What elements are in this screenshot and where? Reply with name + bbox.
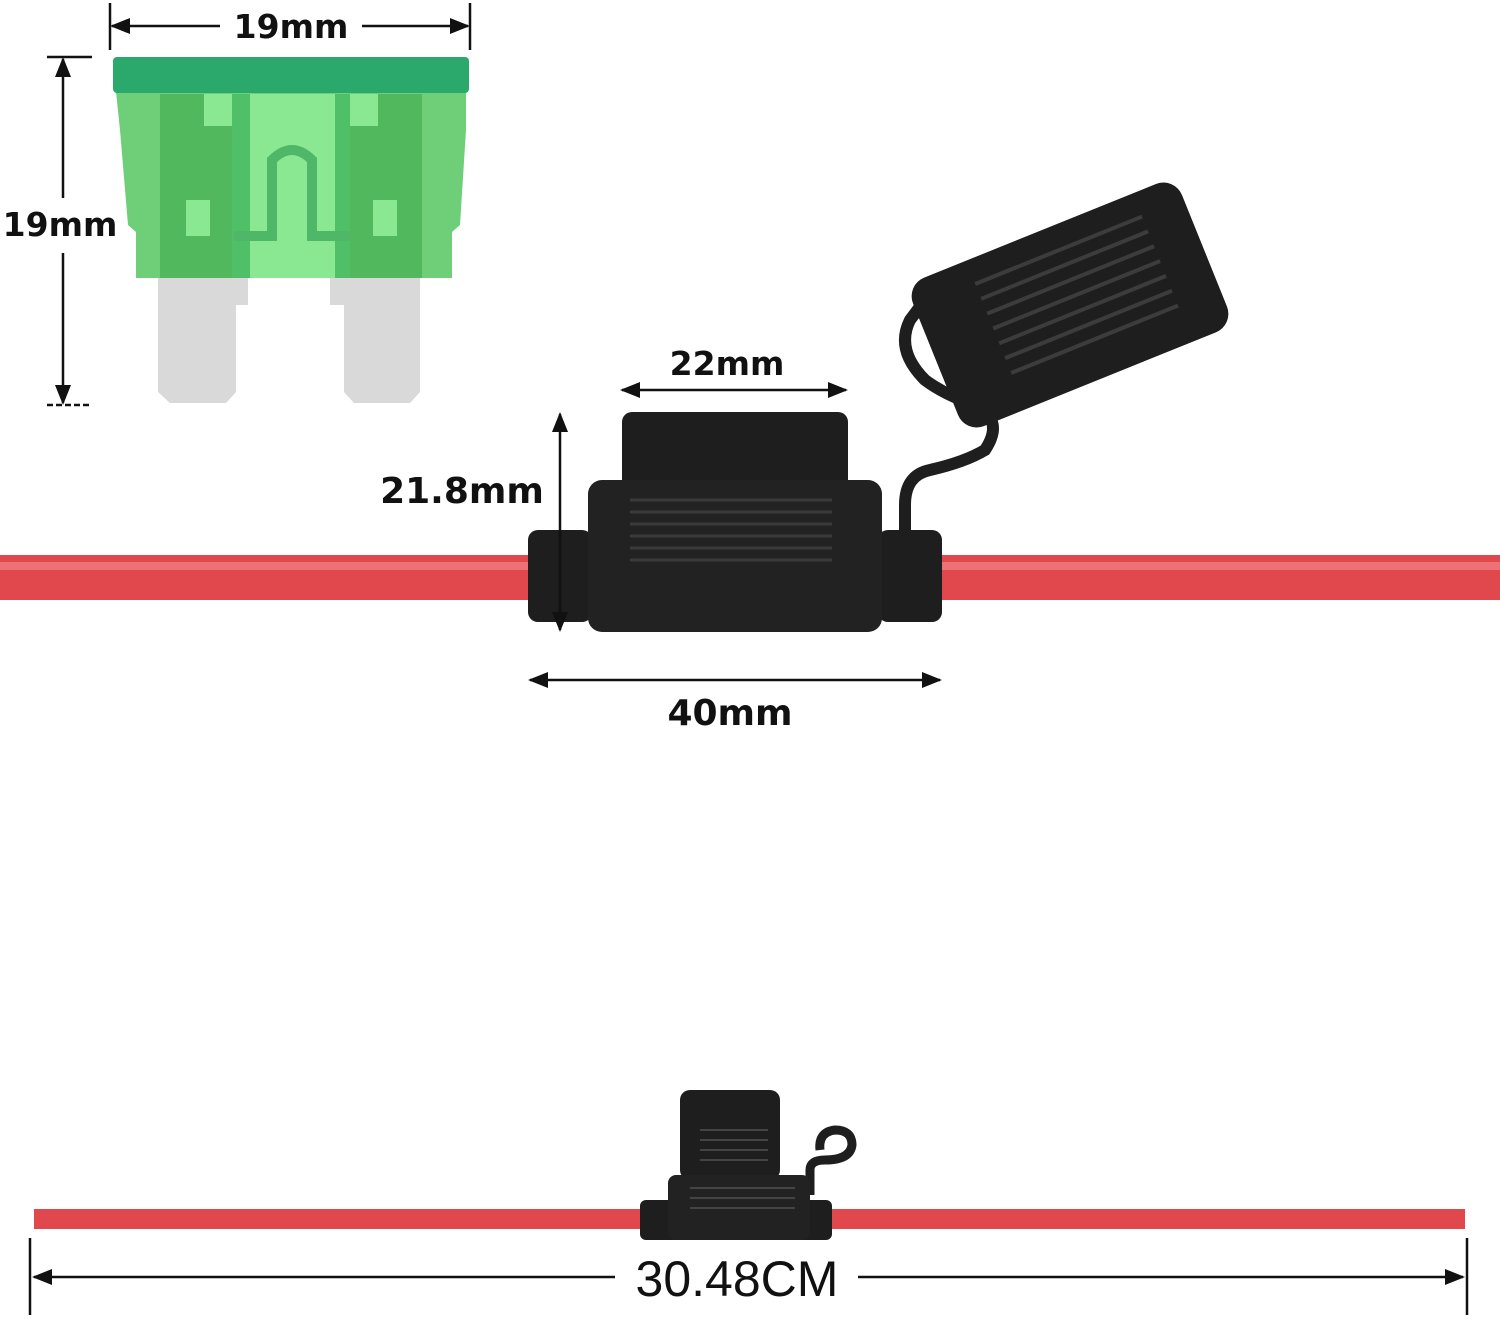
fuse-height-label: 19mm	[3, 205, 118, 244]
total-length-label: 30.48CM	[636, 1251, 839, 1307]
fuse-top	[113, 57, 469, 93]
fuse-blade-right	[330, 278, 420, 403]
wire-right	[940, 555, 1500, 600]
fuse-width-label: 19mm	[234, 7, 349, 46]
full-assembly	[34, 1090, 1465, 1240]
wire-left	[0, 555, 530, 600]
holder-tube-right	[878, 530, 942, 622]
fuse-blade-left	[158, 278, 248, 403]
inline-fuse-holder	[528, 182, 1229, 632]
holder-lid	[911, 182, 1229, 428]
holder-length-label: 40mm	[667, 693, 792, 734]
holder-cap	[622, 412, 848, 492]
holder-height-label: 21.8mm	[380, 471, 544, 512]
fuse-element	[234, 145, 350, 241]
blade-fuse	[113, 57, 469, 403]
holder-body	[588, 480, 882, 632]
cap-width-label: 22mm	[670, 344, 785, 383]
